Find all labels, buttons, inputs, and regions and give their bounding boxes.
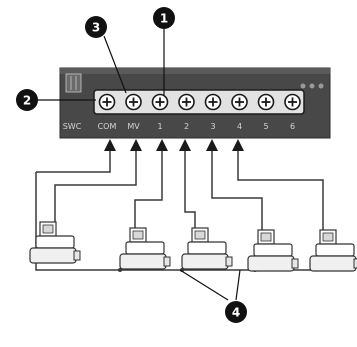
valve-master — [29, 221, 81, 264]
arrow-zone-4 — [232, 139, 244, 151]
common-bus — [35, 150, 350, 272]
indicator-light — [300, 83, 306, 89]
terminal-screw — [257, 93, 275, 111]
zone-3-wire — [211, 150, 263, 232]
indicator-light — [318, 83, 324, 89]
leader-4a — [179, 269, 229, 301]
leader-4b — [235, 269, 241, 301]
indicator-light — [309, 83, 315, 89]
arrow-zone-2 — [179, 139, 191, 151]
zone-4-wire — [237, 150, 324, 232]
callout-1: 1 — [153, 7, 175, 29]
terminal-screw — [204, 93, 222, 111]
zone-1-wire — [134, 150, 163, 230]
callout-3-label: 3 — [92, 21, 100, 35]
terminal-label: MV — [127, 122, 140, 131]
terminal-arrows — [104, 139, 244, 151]
terminal-screw — [178, 93, 195, 111]
controller-bevel — [60, 68, 330, 74]
zone-wires — [54, 150, 324, 232]
corner-logo — [65, 73, 82, 93]
terminal-label: 5 — [263, 122, 268, 131]
terminal-screws — [98, 93, 301, 111]
com-lead-wire — [36, 150, 111, 173]
terminal-screw — [284, 93, 301, 111]
arrow-mv — [130, 139, 142, 151]
terminal-label: 3 — [210, 122, 215, 131]
zone-2-wire — [184, 150, 196, 230]
callout-4-label: 4 — [232, 306, 240, 320]
leader-3 — [103, 35, 127, 94]
terminal-screw — [125, 93, 142, 111]
arrow-zone-3 — [206, 139, 218, 151]
terminal-label: SWC — [63, 122, 82, 131]
callout-3: 3 — [85, 16, 107, 38]
callout-leaders — [36, 26, 241, 301]
terminal-screw — [98, 93, 116, 111]
callout-4: 4 — [225, 301, 247, 323]
terminal-strip — [93, 89, 305, 115]
valve-zone-2 — [181, 227, 233, 270]
terminal-screw — [151, 93, 169, 111]
valve-zone-3 — [247, 229, 299, 272]
callout-2-label: 2 — [23, 94, 31, 108]
common-wire — [35, 172, 350, 271]
callout-2: 2 — [16, 89, 38, 111]
callout-1-label: 1 — [160, 12, 168, 26]
terminal-label: COM — [98, 122, 117, 131]
arrow-zone-1 — [156, 139, 168, 151]
terminal-label: 1 — [157, 122, 162, 131]
valve-zone-4 — [309, 229, 357, 272]
controller-panel: SWC COM MV 1 2 3 4 5 6 — [59, 67, 331, 139]
terminal-label: 2 — [184, 122, 189, 131]
terminal-label: 6 — [290, 122, 295, 131]
terminal-labels: SWC COM MV 1 2 3 4 5 6 — [63, 122, 295, 131]
master-valve-wire — [54, 150, 137, 228]
terminal-screw — [231, 93, 248, 111]
terminal-label: 4 — [237, 122, 242, 131]
arrow-com — [104, 139, 116, 151]
valve-zone-1 — [119, 227, 171, 270]
